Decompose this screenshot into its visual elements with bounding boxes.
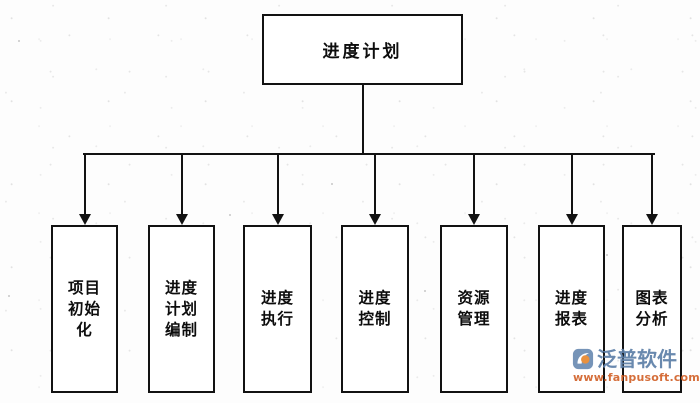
connector-drop-schedule-plan-preparation	[181, 153, 183, 214]
arrowhead-schedule-report	[566, 214, 578, 225]
arrowhead-chart-analysis	[646, 214, 658, 225]
connector-drop-resource-management	[473, 153, 475, 214]
leaf-node-label: 项目 初始 化	[67, 278, 101, 339]
leaf-node-label: 进度 报表	[554, 289, 588, 328]
connector-horizontal-bus	[83, 153, 655, 155]
leaf-node-label: 进度 执行	[260, 289, 294, 328]
arrowhead-schedule-execution	[272, 214, 284, 225]
arrowhead-project-initialization	[79, 214, 91, 225]
leaf-node-schedule-control[interactable]: 进度 控制	[341, 225, 409, 393]
scan-speck	[331, 183, 333, 185]
leaf-node-schedule-report[interactable]: 进度 报表	[538, 225, 605, 393]
leaf-node-label: 进度 控制	[358, 289, 392, 328]
scan-speck	[229, 214, 231, 216]
scan-speck	[8, 295, 10, 297]
arrowhead-schedule-control	[369, 214, 381, 225]
scan-speck	[606, 254, 608, 256]
leaf-node-label: 进度 计划 编制	[164, 278, 198, 339]
leaf-node-label: 图表 分析	[635, 289, 669, 328]
connector-drop-schedule-execution	[277, 153, 279, 214]
arrowhead-resource-management	[468, 214, 480, 225]
scan-speck	[18, 40, 20, 42]
leaf-node-label: 资源 管理	[457, 289, 491, 328]
arrowhead-schedule-plan-preparation	[176, 214, 188, 225]
leaf-node-chart-analysis[interactable]: 图表 分析	[622, 225, 682, 393]
leaf-node-project-initialization[interactable]: 项目 初始 化	[51, 225, 118, 393]
root-node-label: 进度计划	[322, 42, 403, 62]
leaf-node-resource-management[interactable]: 资源 管理	[440, 225, 508, 393]
leaf-node-schedule-plan-preparation[interactable]: 进度 计划 编制	[148, 225, 215, 393]
scan-speck	[424, 290, 426, 292]
leaf-node-schedule-execution[interactable]: 进度 执行	[243, 225, 312, 393]
connector-drop-chart-analysis	[651, 153, 653, 214]
connector-drop-schedule-control	[374, 153, 376, 214]
root-node-schedule-plan[interactable]: 进度计划	[262, 14, 463, 85]
connector-root-stem	[362, 85, 364, 155]
connector-drop-project-initialization	[84, 153, 86, 214]
connector-drop-schedule-report	[571, 153, 573, 214]
